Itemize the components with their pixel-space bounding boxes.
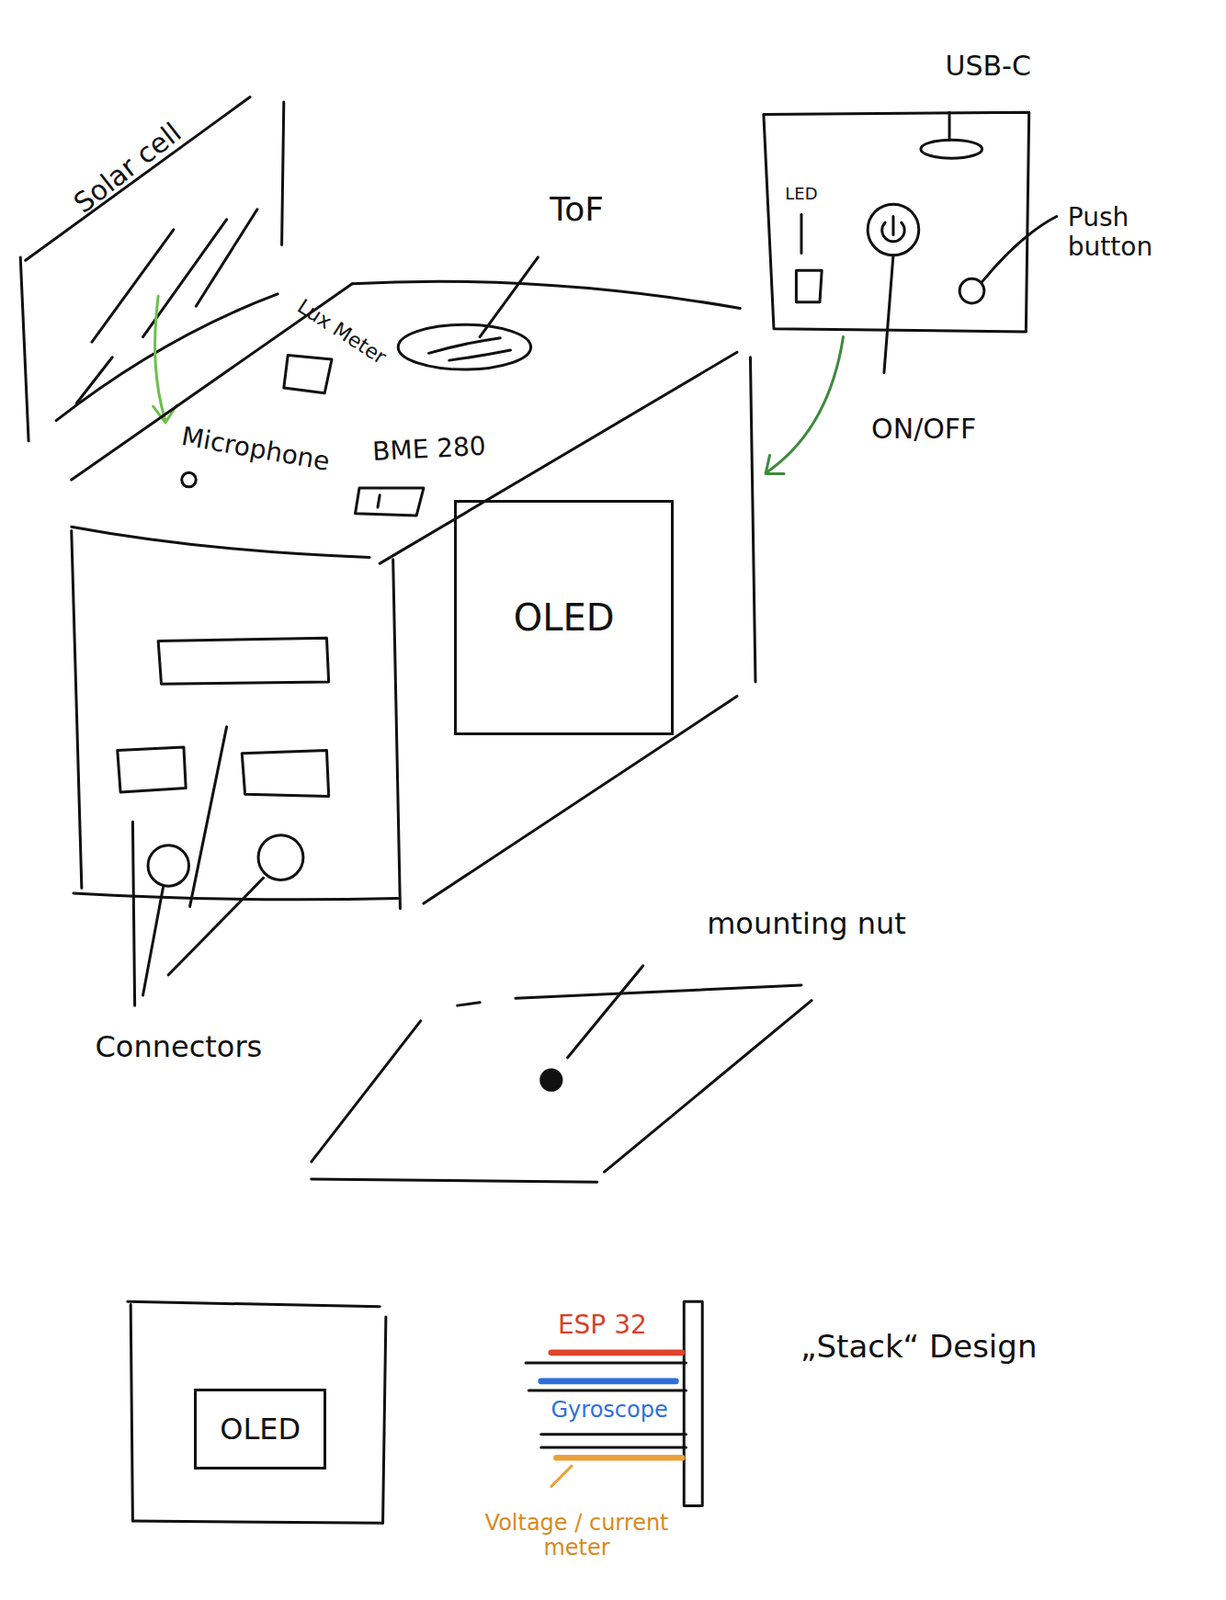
sensor-label: BME 280 bbox=[371, 431, 487, 467]
stack-diagram bbox=[556, 1454, 682, 1462]
stack-diagram bbox=[541, 1432, 687, 1436]
solar-cell-panel bbox=[20, 257, 29, 442]
back-panel bbox=[799, 214, 803, 253]
enclosure-box bbox=[73, 893, 398, 900]
mount-arrow bbox=[767, 337, 843, 473]
stack-diagram bbox=[551, 1465, 572, 1487]
top-sensors bbox=[181, 472, 197, 488]
design-note: „Stack“ Design bbox=[800, 1329, 1038, 1366]
enclosure-box bbox=[71, 526, 370, 557]
oled-display: OLED bbox=[193, 1388, 327, 1471]
mount-arrow bbox=[155, 295, 166, 421]
base-plate bbox=[515, 985, 802, 999]
solar-cell-panel bbox=[56, 294, 278, 421]
back-panel bbox=[948, 112, 952, 140]
front-view-outline bbox=[132, 1521, 383, 1523]
top-sensors bbox=[355, 488, 424, 516]
top-sensors bbox=[283, 355, 332, 394]
front-view-outline bbox=[130, 1305, 133, 1522]
front-connectors bbox=[158, 637, 330, 684]
mount-arrow bbox=[765, 454, 784, 474]
front-connectors bbox=[258, 835, 304, 881]
front-connectors bbox=[117, 637, 330, 1006]
front-view-outline bbox=[127, 1301, 386, 1523]
front-view-outline bbox=[383, 1316, 386, 1523]
board-label: Gyroscope bbox=[551, 1397, 669, 1424]
solar-cell-panel bbox=[20, 97, 284, 442]
base-plate bbox=[311, 965, 812, 1182]
front-connectors bbox=[168, 877, 263, 976]
top-sensors bbox=[377, 495, 380, 508]
solar-cell-panel bbox=[91, 229, 174, 342]
stack-diagram bbox=[541, 1378, 677, 1385]
front-connectors bbox=[117, 747, 186, 793]
connector-label: Connectors bbox=[95, 1029, 263, 1064]
node-text: OLED bbox=[219, 1412, 301, 1447]
sensor-label: Microphone bbox=[179, 421, 332, 477]
enclosure-box bbox=[749, 357, 756, 682]
back-panel bbox=[884, 255, 894, 374]
stack-diagram bbox=[683, 1301, 703, 1506]
enclosure-box bbox=[71, 281, 756, 909]
base-plate bbox=[311, 1179, 598, 1182]
solar-cell-label: Solar cell bbox=[68, 116, 188, 220]
enclosure-box bbox=[351, 281, 740, 308]
board-label: ESP 32 bbox=[557, 1310, 648, 1340]
base-plate bbox=[311, 1021, 421, 1162]
front-connectors bbox=[132, 821, 135, 1006]
top-sensors bbox=[449, 350, 511, 361]
base-plate bbox=[567, 965, 644, 1058]
node-text: OLED bbox=[513, 596, 615, 639]
solar-cell-panel bbox=[282, 102, 284, 246]
front-connectors bbox=[147, 845, 189, 886]
top-sensors bbox=[181, 257, 539, 516]
oled-display: OLED bbox=[454, 499, 674, 735]
enclosure-box bbox=[393, 559, 401, 909]
stack-diagram bbox=[525, 1361, 686, 1364]
front-connectors bbox=[190, 726, 228, 908]
back-panel bbox=[891, 215, 895, 235]
indicator-label: LED bbox=[784, 184, 818, 205]
back-panel bbox=[920, 139, 983, 159]
part-label: mounting nut bbox=[706, 907, 907, 942]
base-plate bbox=[457, 1002, 480, 1006]
stack-diagram bbox=[528, 1388, 686, 1392]
stack-diagram bbox=[551, 1349, 682, 1356]
port-label: USB-C bbox=[945, 50, 1032, 83]
enclosure-box bbox=[71, 531, 82, 889]
sensor-label: ToF bbox=[549, 190, 604, 228]
back-panel bbox=[763, 112, 1057, 373]
switch-label: ON/OFF bbox=[871, 412, 977, 445]
top-sensors bbox=[479, 257, 538, 338]
top-sensors bbox=[397, 324, 531, 370]
top-sensors bbox=[429, 338, 501, 354]
front-connectors bbox=[241, 749, 329, 796]
stack-diagram bbox=[541, 1446, 687, 1450]
board-label: Voltage / current meter bbox=[471, 1510, 683, 1562]
solar-cell-panel bbox=[195, 209, 258, 307]
enclosure-box bbox=[423, 696, 738, 904]
back-panel bbox=[795, 270, 822, 302]
front-connectors bbox=[143, 885, 164, 996]
back-panel bbox=[763, 112, 1030, 332]
base-plate bbox=[541, 1069, 562, 1090]
front-view-outline bbox=[127, 1301, 380, 1307]
button-label: Push button bbox=[1067, 203, 1179, 262]
back-panel bbox=[982, 215, 1057, 282]
base-plate bbox=[604, 1000, 812, 1173]
back-panel bbox=[867, 204, 920, 256]
solar-cell-panel bbox=[76, 357, 113, 404]
stack-diagram bbox=[525, 1301, 703, 1506]
back-panel bbox=[959, 278, 985, 304]
